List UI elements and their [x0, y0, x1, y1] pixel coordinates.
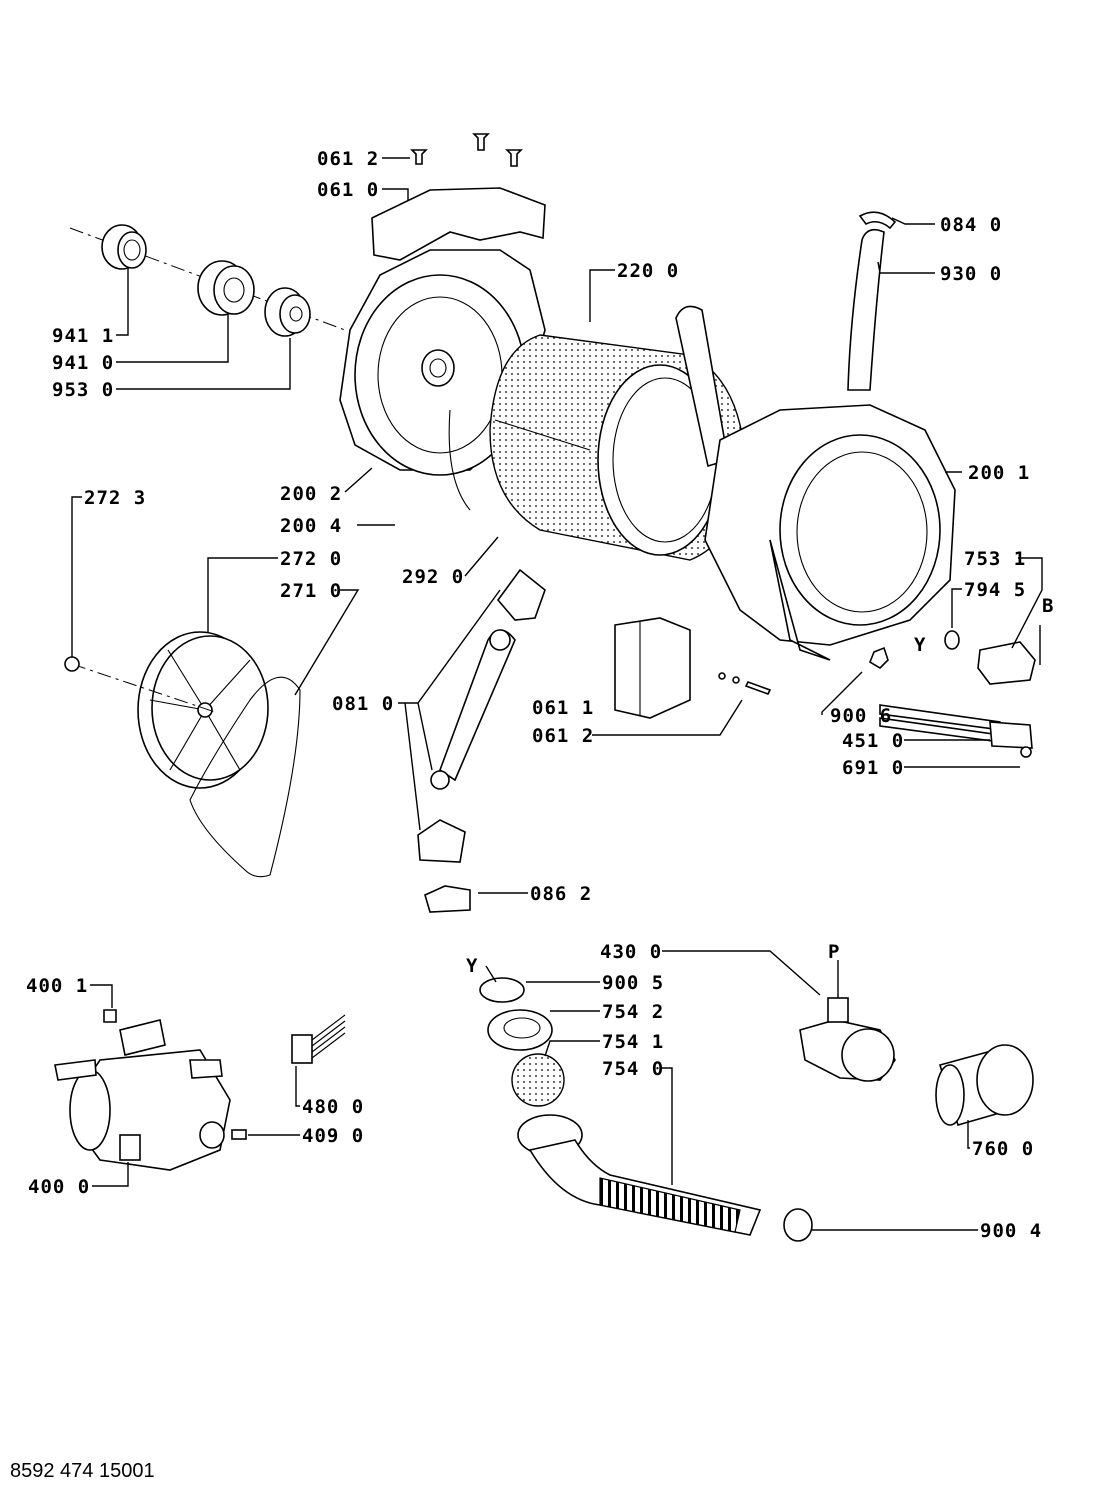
- label-081-0: 081 0: [332, 693, 394, 715]
- label-754-0: 754 0: [602, 1058, 664, 1080]
- label-220-0: 220 0: [617, 260, 679, 282]
- label-754-2: 754 2: [602, 1001, 664, 1023]
- label-900-6: 900 6: [830, 705, 892, 727]
- label-794-5: 794 5: [964, 579, 1026, 601]
- bearing-941-0: [197, 260, 255, 316]
- label-760-0: 760 0: [972, 1138, 1034, 1160]
- bearing-941-1: [101, 224, 147, 270]
- nut-272-3: [64, 656, 80, 672]
- bolt-400-1: [103, 1009, 117, 1023]
- label-900-5: 900 5: [602, 972, 664, 994]
- sump-hose-754-0: [517, 1114, 762, 1236]
- motor-400-0: [54, 1019, 231, 1171]
- ring-754-2: [487, 1009, 553, 1051]
- shock-absorber-081-0: [417, 568, 546, 863]
- label-941-1: 941 1: [52, 325, 114, 347]
- label-061-2-bottom: 061 2: [532, 725, 594, 747]
- bracket-061-1: [614, 617, 772, 719]
- pressure-switch-753-1: [944, 630, 1036, 685]
- label-200-4: 200 4: [280, 515, 342, 537]
- ball-754-1: [511, 1053, 565, 1107]
- label-mark-b: B: [1042, 595, 1054, 617]
- label-mark-y-lower: Y: [466, 955, 478, 977]
- label-061-1: 061 1: [532, 697, 594, 719]
- label-200-2: 200 2: [280, 483, 342, 505]
- label-409-0: 409 0: [302, 1125, 364, 1147]
- label-271-0: 271 0: [280, 580, 342, 602]
- filter-760-0: [935, 1044, 1034, 1126]
- label-753-1: 753 1: [964, 548, 1026, 570]
- gasket-900-6: [869, 646, 889, 670]
- label-061-2-top: 061 2: [317, 148, 379, 170]
- label-086-2: 086 2: [530, 883, 592, 905]
- brush-409-0: [231, 1129, 247, 1140]
- bolt-061-2-icons: [410, 133, 523, 167]
- foot-086-2: [424, 885, 471, 913]
- pump-430-0: [799, 997, 896, 1082]
- label-061-0: 061 0: [317, 179, 379, 201]
- label-953-0: 953 0: [52, 379, 114, 401]
- hose-930-0: [847, 228, 885, 391]
- label-272-3: 272 3: [84, 487, 146, 509]
- label-mark-y-upper: Y: [914, 634, 926, 656]
- label-272-0: 272 0: [280, 548, 342, 570]
- counterweight-061-0: [371, 187, 546, 261]
- label-400-1: 400 1: [26, 975, 88, 997]
- label-430-0: 430 0: [600, 941, 662, 963]
- part-labels: 061 2 061 0 084 0 220 0 930 0 941 1 941 …: [26, 148, 1054, 1242]
- clip-084-0: [858, 211, 897, 230]
- label-480-0: 480 0: [302, 1096, 364, 1118]
- label-900-4: 900 4: [980, 1220, 1042, 1242]
- label-mark-p: P: [828, 941, 840, 963]
- heater-451-0: [879, 704, 1033, 758]
- label-400-0: 400 0: [28, 1176, 90, 1198]
- label-691-0: 691 0: [842, 757, 904, 779]
- connector-480-0: [291, 1014, 346, 1064]
- belt-271-0: [189, 676, 301, 878]
- label-941-0: 941 0: [52, 352, 114, 374]
- label-451-0: 451 0: [842, 730, 904, 752]
- label-084-0: 084 0: [940, 214, 1002, 236]
- document-number: 8592 474 15001: [10, 1460, 155, 1482]
- label-200-1: 200 1: [968, 462, 1030, 484]
- label-292-0: 292 0: [402, 566, 464, 588]
- clamp-900-4: [783, 1208, 813, 1242]
- drum-220-0: [489, 334, 746, 561]
- pulley-272-0: [137, 631, 269, 789]
- front-tub-200-1: [704, 404, 956, 661]
- pulley-axis-line: [71, 663, 216, 713]
- leader-lines: [71, 157, 1043, 1231]
- seal-953-0: [264, 287, 311, 337]
- label-930-0: 930 0: [940, 263, 1002, 285]
- label-754-1: 754 1: [602, 1031, 664, 1053]
- hose-front-vent: [675, 305, 729, 468]
- clamp-900-5: [479, 977, 525, 1003]
